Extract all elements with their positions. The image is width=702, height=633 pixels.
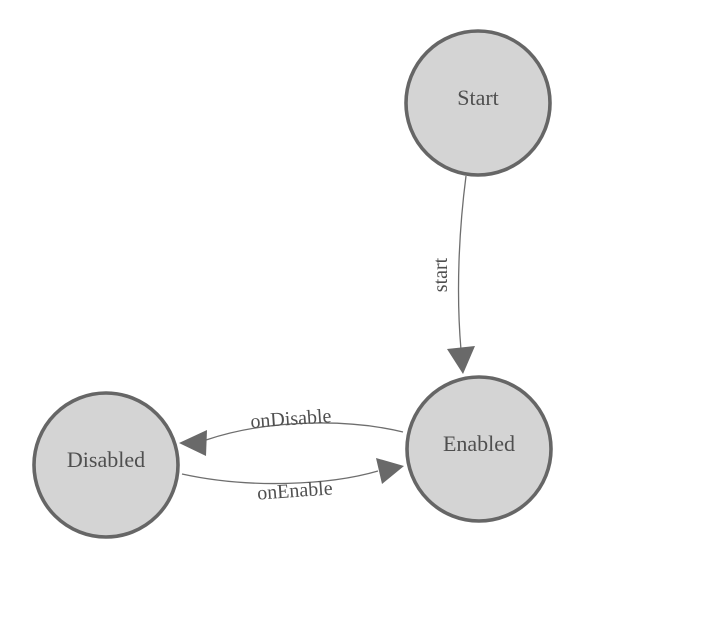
- edge-path-start-to-enabled: [457, 175, 467, 351]
- edge-label-ondisable: onDisable: [250, 405, 333, 433]
- state-node-disabled: Disabled: [32, 391, 180, 539]
- state-circle-enabled: [405, 375, 553, 523]
- arrowhead-start-to-enabled: [447, 346, 475, 374]
- state-label-start: Start: [457, 85, 499, 110]
- state-node-enabled: Enabled: [405, 375, 553, 523]
- arrowhead-enabled-to-disabled: [179, 430, 207, 456]
- state-node-start: Start: [404, 29, 552, 177]
- state-label-enabled: Enabled: [443, 431, 515, 456]
- state-label-disabled: Disabled: [67, 447, 145, 472]
- state-circle-disabled: [32, 391, 180, 539]
- edge-label-start: start: [430, 257, 452, 292]
- edge-disabled-to-enabled: onEnable: [181, 458, 404, 505]
- edge-enabled-to-disabled: onDisable: [179, 405, 404, 456]
- edge-path-enabled-to-disabled: [205, 422, 404, 441]
- edge-path-disabled-to-enabled: [181, 470, 379, 485]
- edge-label-onenable: onEnable: [256, 477, 333, 504]
- arrowhead-disabled-to-enabled: [376, 458, 404, 484]
- state-circle-start: [404, 29, 552, 177]
- edge-start-to-enabled: start: [430, 175, 475, 374]
